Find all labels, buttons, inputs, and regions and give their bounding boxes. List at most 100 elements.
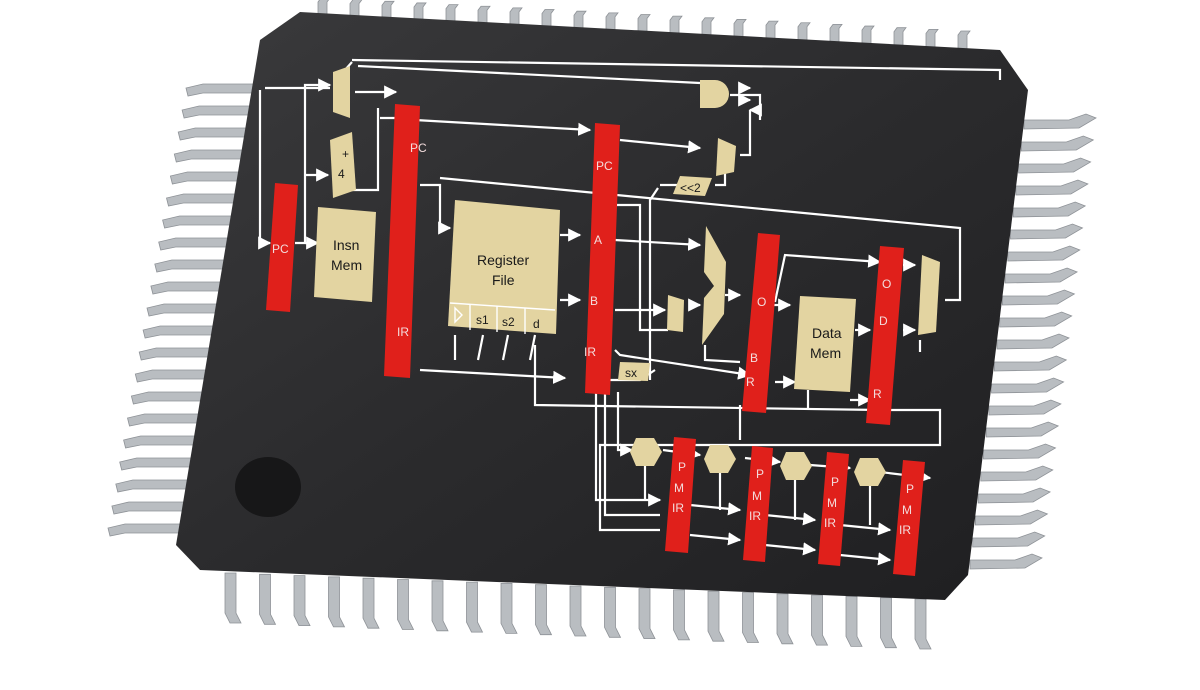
top-pin [509,7,523,27]
bottom-pin [535,584,553,636]
top-pin [413,2,427,22]
hazard-comparator-1 [630,438,662,466]
insn-mem-label-line1: Insn [333,237,359,253]
instruction-memory: Insn Mem [314,207,376,302]
pmir-register-1: P M IR [665,437,696,553]
register-file-s1-port: s1 [476,313,489,327]
right-pin [1004,267,1079,284]
bottom-pin [500,583,518,634]
top-pin [573,10,587,30]
top-pin [477,5,491,25]
bottom-pin [259,573,277,625]
left-pin [138,347,212,361]
writeback-register: O D R [866,246,904,425]
sign-extend-label: sx [625,366,637,380]
bottom-pin [742,592,760,643]
pmir4-m-label: M [902,503,912,517]
datapath-wires [258,58,1002,566]
left-pin-row [107,83,259,537]
top-pin [637,14,651,33]
pmir3-ir-label: IR [824,516,836,530]
bottom-pin [707,590,725,642]
left-pin [107,523,181,537]
bottom-pin [293,575,311,626]
pmir4-p-label: P [906,482,914,496]
register-file-d-port: d [533,317,540,331]
bottom-pin [328,576,346,628]
left-pin [119,457,193,471]
execute-memory-register: PC A B IR [584,123,620,395]
left-pin [150,281,224,295]
pmir4-ir-label: IR [899,523,911,537]
dx-pc-label: PC [410,141,427,155]
bottom-pin [362,577,380,629]
register-file-s2-port: s2 [502,315,515,329]
branch-and-gate [700,80,729,108]
decode-execute-register: PC IR [384,104,427,378]
right-pin [1015,179,1089,196]
fetch-pc-label: PC [272,242,289,256]
top-pin [957,30,971,50]
register-file: Register File s1 s2 d [448,200,560,334]
right-pin [972,531,1046,548]
data-mem-label-line1: Data [812,325,842,341]
top-pin [765,20,779,40]
mw-r-label: R [746,375,755,389]
right-pin [1007,245,1081,262]
right-pin [975,509,1049,526]
left-pin [158,237,232,251]
top-pin [445,4,459,24]
right-pin [993,355,1068,372]
right-pin-row [969,113,1097,570]
right-pin [969,553,1043,570]
left-pin [142,325,216,339]
pc-mux [333,66,350,118]
left-pin [146,303,220,317]
wb-d-label: D [879,314,888,328]
left-pin [134,369,208,383]
top-pin [605,12,619,32]
bottom-pin-row [224,572,932,650]
top-pin [669,15,683,35]
right-pin [980,465,1054,482]
top-pin [797,22,811,42]
pmir2-ir-label: IR [749,509,761,523]
right-pin [999,311,1073,328]
mw-b-label: B [750,351,758,365]
right-pin [988,399,1062,416]
hazard-comparator-4 [854,458,886,486]
right-pin [996,333,1070,350]
bottom-pin [569,585,587,637]
adder-plus-label: + [342,147,349,161]
pc-adder: + 4 [330,132,356,198]
left-pin [173,149,247,163]
top-pin [829,23,843,43]
top-pin [925,28,939,48]
bottom-pin [845,596,863,647]
bottom-pin [431,580,449,632]
fetch-pc-register: PC [266,183,298,312]
alu [702,226,726,345]
right-pin [983,443,1057,460]
right-pin [985,421,1060,438]
pmir3-p-label: P [831,475,839,489]
data-mem-label-line2: Mem [810,345,841,361]
pmir-register-2: P M IR [743,446,773,562]
left-pin [115,479,189,493]
pmir1-m-label: M [674,481,684,495]
adder-four-label: 4 [338,167,345,181]
insn-mem-label-line2: Mem [331,257,362,273]
hazard-comparator-2 [704,445,736,473]
data-memory: Data Mem [794,296,856,392]
left-pin [166,193,239,207]
bottom-pin [673,589,691,641]
bottom-pin [397,579,415,630]
left-pin [123,435,197,449]
left-pin [169,171,243,185]
right-pin [1023,113,1097,130]
functional-blocks: + 4 Insn Mem Register File s1 s2 d [314,66,940,486]
bottom-pin [466,581,484,633]
top-pin [701,17,715,37]
